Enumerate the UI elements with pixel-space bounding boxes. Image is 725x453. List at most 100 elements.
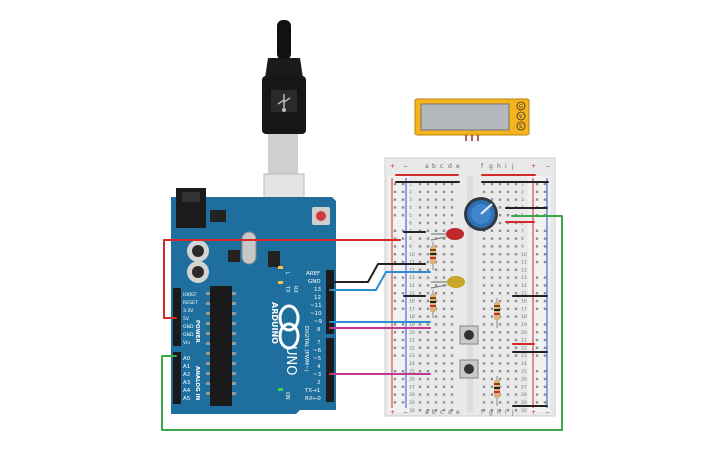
pin-6: ~6	[313, 348, 322, 354]
pin-a4: A4	[183, 388, 191, 394]
resistor-4	[494, 376, 500, 406]
row-number-left: 30	[409, 408, 415, 414]
row-number-left: 12	[409, 267, 415, 273]
rail-plus-right-top: +	[531, 163, 536, 170]
row-number-right: 13	[521, 275, 527, 281]
rail-minus-left-top: −	[403, 163, 408, 170]
row-number-right: 2	[521, 189, 524, 195]
row-number-left: 19	[409, 322, 415, 328]
pin-a0: A0	[183, 356, 191, 362]
col-i-top: i	[505, 163, 507, 170]
row-number-right: 1	[521, 182, 524, 188]
pin-a2: A2	[183, 372, 190, 378]
row-number-left: 11	[409, 260, 415, 266]
col-e-top: e	[456, 163, 460, 170]
row-number-left: 27	[409, 384, 415, 390]
row-number-left: 1	[409, 182, 412, 188]
wire-a0-green	[161, 215, 563, 431]
pin-rx0: RX←0	[305, 396, 321, 402]
rail-minus-left-bottom: −	[403, 409, 408, 416]
col-g-bottom: g	[489, 409, 493, 416]
resistor-3	[494, 298, 500, 328]
connection-wires	[161, 215, 563, 431]
pin-2: 2	[317, 380, 321, 386]
row-number-right: 29	[521, 400, 527, 406]
row-number-left: 26	[409, 377, 415, 383]
row-number-right: 20	[521, 330, 527, 336]
row-number-left: 24	[409, 361, 415, 367]
rail-plus-left-bottom: +	[390, 409, 395, 416]
col-f-bottom: f	[481, 409, 484, 416]
potentiometer[interactable]	[464, 197, 498, 231]
pin-ioref: IOREF	[183, 292, 197, 298]
row-number-right: 28	[521, 392, 527, 398]
lcd-module[interactable]: G V S	[414, 98, 530, 141]
col-j-top: j	[511, 163, 514, 170]
wire-gnd-black	[329, 263, 426, 283]
col-d-bottom: d	[448, 409, 452, 416]
resistor-2	[430, 290, 436, 318]
row-number-left: 14	[409, 283, 415, 289]
pushbutton-1[interactable]	[459, 325, 479, 345]
col-c-bottom: c	[440, 409, 443, 416]
pin-aref: AREF	[306, 271, 320, 277]
pin-3v3: 3.3V	[183, 308, 194, 314]
lcd-pin-v: V	[519, 114, 523, 120]
power-header-label: POWER	[194, 320, 200, 344]
pin-13: 13	[314, 287, 321, 293]
tx-label: TX	[284, 285, 290, 293]
atmega-chip	[210, 286, 232, 406]
rail-plus-left-top: +	[390, 163, 395, 170]
on-label: ON	[284, 392, 290, 400]
col-i-bottom: i	[505, 409, 507, 416]
digital-header-bottom[interactable]	[326, 338, 334, 402]
row-number-right: 21	[521, 338, 527, 344]
row-number-left: 6	[409, 221, 412, 227]
brand-label: ARDUINO	[270, 302, 279, 344]
power-header[interactable]	[173, 288, 181, 346]
pin-reset: RESET	[183, 300, 198, 306]
row-number-right: 25	[521, 369, 527, 375]
row-number-right: 30	[521, 408, 527, 414]
row-number-right: 27	[521, 384, 527, 390]
row-number-left: 3	[409, 197, 412, 203]
row-number-left: 4	[409, 205, 412, 211]
col-j-bottom: j	[511, 409, 514, 416]
usb-icon	[277, 94, 291, 112]
usb-cable	[262, 20, 306, 211]
col-c-top: c	[440, 163, 443, 170]
row-number-right: 7	[521, 228, 524, 234]
row-number-right: 9	[521, 244, 524, 250]
row-number-right: 11	[521, 260, 527, 266]
red-led[interactable]	[430, 228, 464, 241]
row-number-left: 9	[409, 244, 412, 250]
yellow-led[interactable]	[430, 276, 465, 289]
row-number-left: 29	[409, 400, 415, 406]
pin-10: ~10	[310, 311, 322, 317]
rx-label: RX	[292, 286, 298, 293]
col-a-top: a	[425, 163, 429, 170]
digital-header-top[interactable]	[326, 270, 334, 334]
pushbutton-2[interactable]	[459, 359, 479, 379]
arduino-logo	[278, 304, 300, 350]
row-number-left: 22	[409, 345, 415, 351]
row-number-left: 25	[409, 369, 415, 375]
row-number-left: 13	[409, 275, 415, 281]
row-number-left: 18	[409, 314, 415, 320]
pin-tx1: TX→1	[304, 388, 320, 394]
digital-header-label: DIGITAL (PWM~)	[303, 326, 309, 372]
row-number-right: 15	[521, 291, 527, 297]
row-number-right: 17	[521, 306, 527, 312]
row-number-left: 23	[409, 353, 415, 359]
arduino-uno-board[interactable]: ARDUINO UNO DIGITAL (PWM~) POWER ANALOG …	[171, 188, 336, 414]
col-a-bottom: a	[425, 409, 429, 416]
l-led-label: L	[284, 272, 290, 275]
lcd-pin-g: G	[519, 104, 523, 110]
wire-13-blue	[329, 271, 431, 291]
row-number-right: 23	[521, 353, 527, 359]
model-label: UNO	[283, 346, 298, 375]
row-number-left: 16	[409, 299, 415, 305]
pin-5: ~5	[313, 356, 322, 362]
pin-gnd-2: GND	[183, 332, 194, 338]
analog-header[interactable]	[173, 352, 181, 404]
